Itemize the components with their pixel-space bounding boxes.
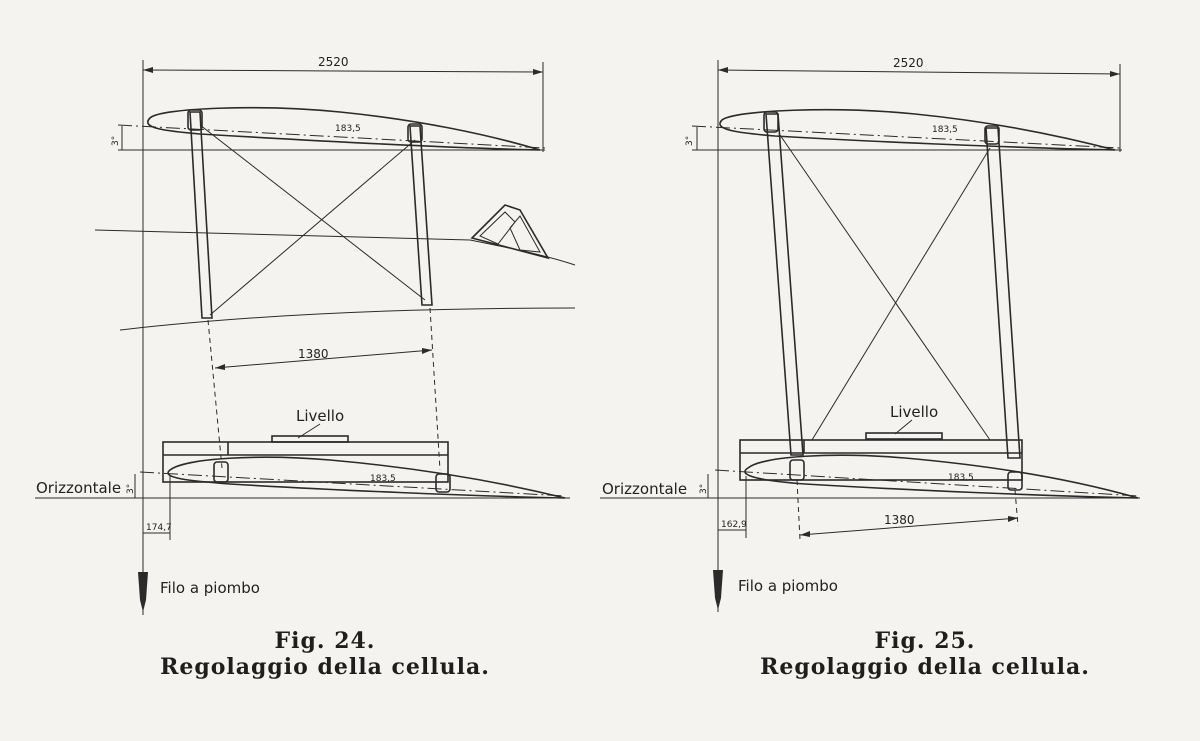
lower-chord-label: 183,5 [370, 474, 396, 484]
caption-number: Fig. 25. [874, 628, 976, 654]
lower-angle-label: 3° [699, 484, 709, 494]
strut-spacing-dimension [799, 517, 1019, 536]
projection-line [207, 319, 223, 469]
level-label: Livello [296, 407, 344, 425]
jig-frame [739, 439, 1023, 481]
windshield-frame [479, 211, 541, 253]
strut-spacing-dimension [214, 349, 433, 369]
strut-fitting [213, 461, 229, 483]
caption-title: Regolaggio della cellula. [760, 654, 1090, 680]
figure-25-caption: Fig. 25. Regolaggio della cellula. [740, 628, 1110, 680]
lower-chord-label: 183,5 [948, 473, 974, 483]
strut-spacing-label: 1380 [884, 513, 915, 527]
arrow-head [1110, 71, 1120, 77]
figure-25: 2520 3° 183,5 Livello 183,5 Orizzontale [600, 56, 1140, 612]
strut-fitting [435, 473, 451, 493]
arrow-head [800, 531, 810, 537]
upper-chord-label: 183,5 [932, 125, 958, 135]
caption-number: Fig. 24. [274, 628, 376, 654]
fuselage-lower-line [119, 307, 576, 331]
offset-label: 162,9 [721, 520, 747, 530]
strut-fitting [1007, 471, 1023, 491]
bracing-wire [199, 124, 426, 301]
rear-strut [409, 125, 433, 306]
front-strut [765, 113, 804, 456]
projection-line [796, 479, 801, 541]
caption-title: Regolaggio della cellula. [160, 654, 490, 680]
figure-24: 2520 3° 183,5 1380 Livello [35, 55, 576, 615]
lower-angle-label: 3° [126, 484, 136, 494]
upper-wing-chord-line [691, 125, 1121, 149]
offset-label: 174,7 [146, 523, 172, 533]
bracing-wire [779, 134, 991, 441]
bracing-wire [209, 139, 416, 316]
fuselage-upper-curve [469, 239, 576, 266]
upper-angle-label: 3° [111, 136, 121, 146]
upper-wing-chord-line [117, 124, 546, 149]
plumb-bob [713, 570, 723, 610]
horizontal-label: Orizzontale [36, 479, 121, 497]
arrow-head [533, 69, 543, 75]
arrow-head [215, 364, 225, 370]
strut-fitting [984, 125, 1000, 145]
strut-fitting [789, 459, 805, 481]
windshield [470, 204, 550, 260]
strut-fitting [187, 109, 203, 131]
projection-line [1014, 489, 1019, 527]
plumb-label: Filo a piombo [160, 579, 260, 597]
span-label: 2520 [318, 55, 349, 69]
arrow-head [718, 67, 728, 73]
rear-strut [985, 127, 1021, 459]
arrow-head [143, 67, 153, 73]
spirit-level [865, 432, 943, 440]
strut-fitting [407, 123, 423, 143]
lower-wing-chord-line [714, 469, 1139, 497]
lower-wing-chord-line [139, 471, 566, 497]
spirit-level [271, 435, 349, 443]
upper-chord-label: 183,5 [335, 124, 361, 134]
projection-line [429, 307, 441, 471]
level-label: Livello [890, 403, 938, 421]
jig-frame [162, 441, 449, 483]
leader-line [894, 419, 913, 435]
arrow-head [1008, 516, 1018, 522]
span-dimension-line [142, 69, 544, 73]
figure-24-caption: Fig. 24. Regolaggio della cellula. [140, 628, 510, 680]
strut-spacing-label: 1380 [298, 347, 329, 361]
bracing-wire [811, 147, 991, 441]
upper-angle-label: 3° [685, 136, 695, 146]
span-label: 2520 [893, 56, 924, 70]
span-dimension-line [717, 69, 1121, 75]
plumb-label: Filo a piombo [738, 577, 838, 595]
strut-fitting [763, 111, 779, 133]
horizontal-label: Orizzontale [602, 480, 687, 498]
front-strut [189, 111, 213, 319]
fuselage-upper-line [94, 229, 471, 241]
arrow-head [422, 348, 432, 354]
plumb-bob [138, 572, 148, 612]
